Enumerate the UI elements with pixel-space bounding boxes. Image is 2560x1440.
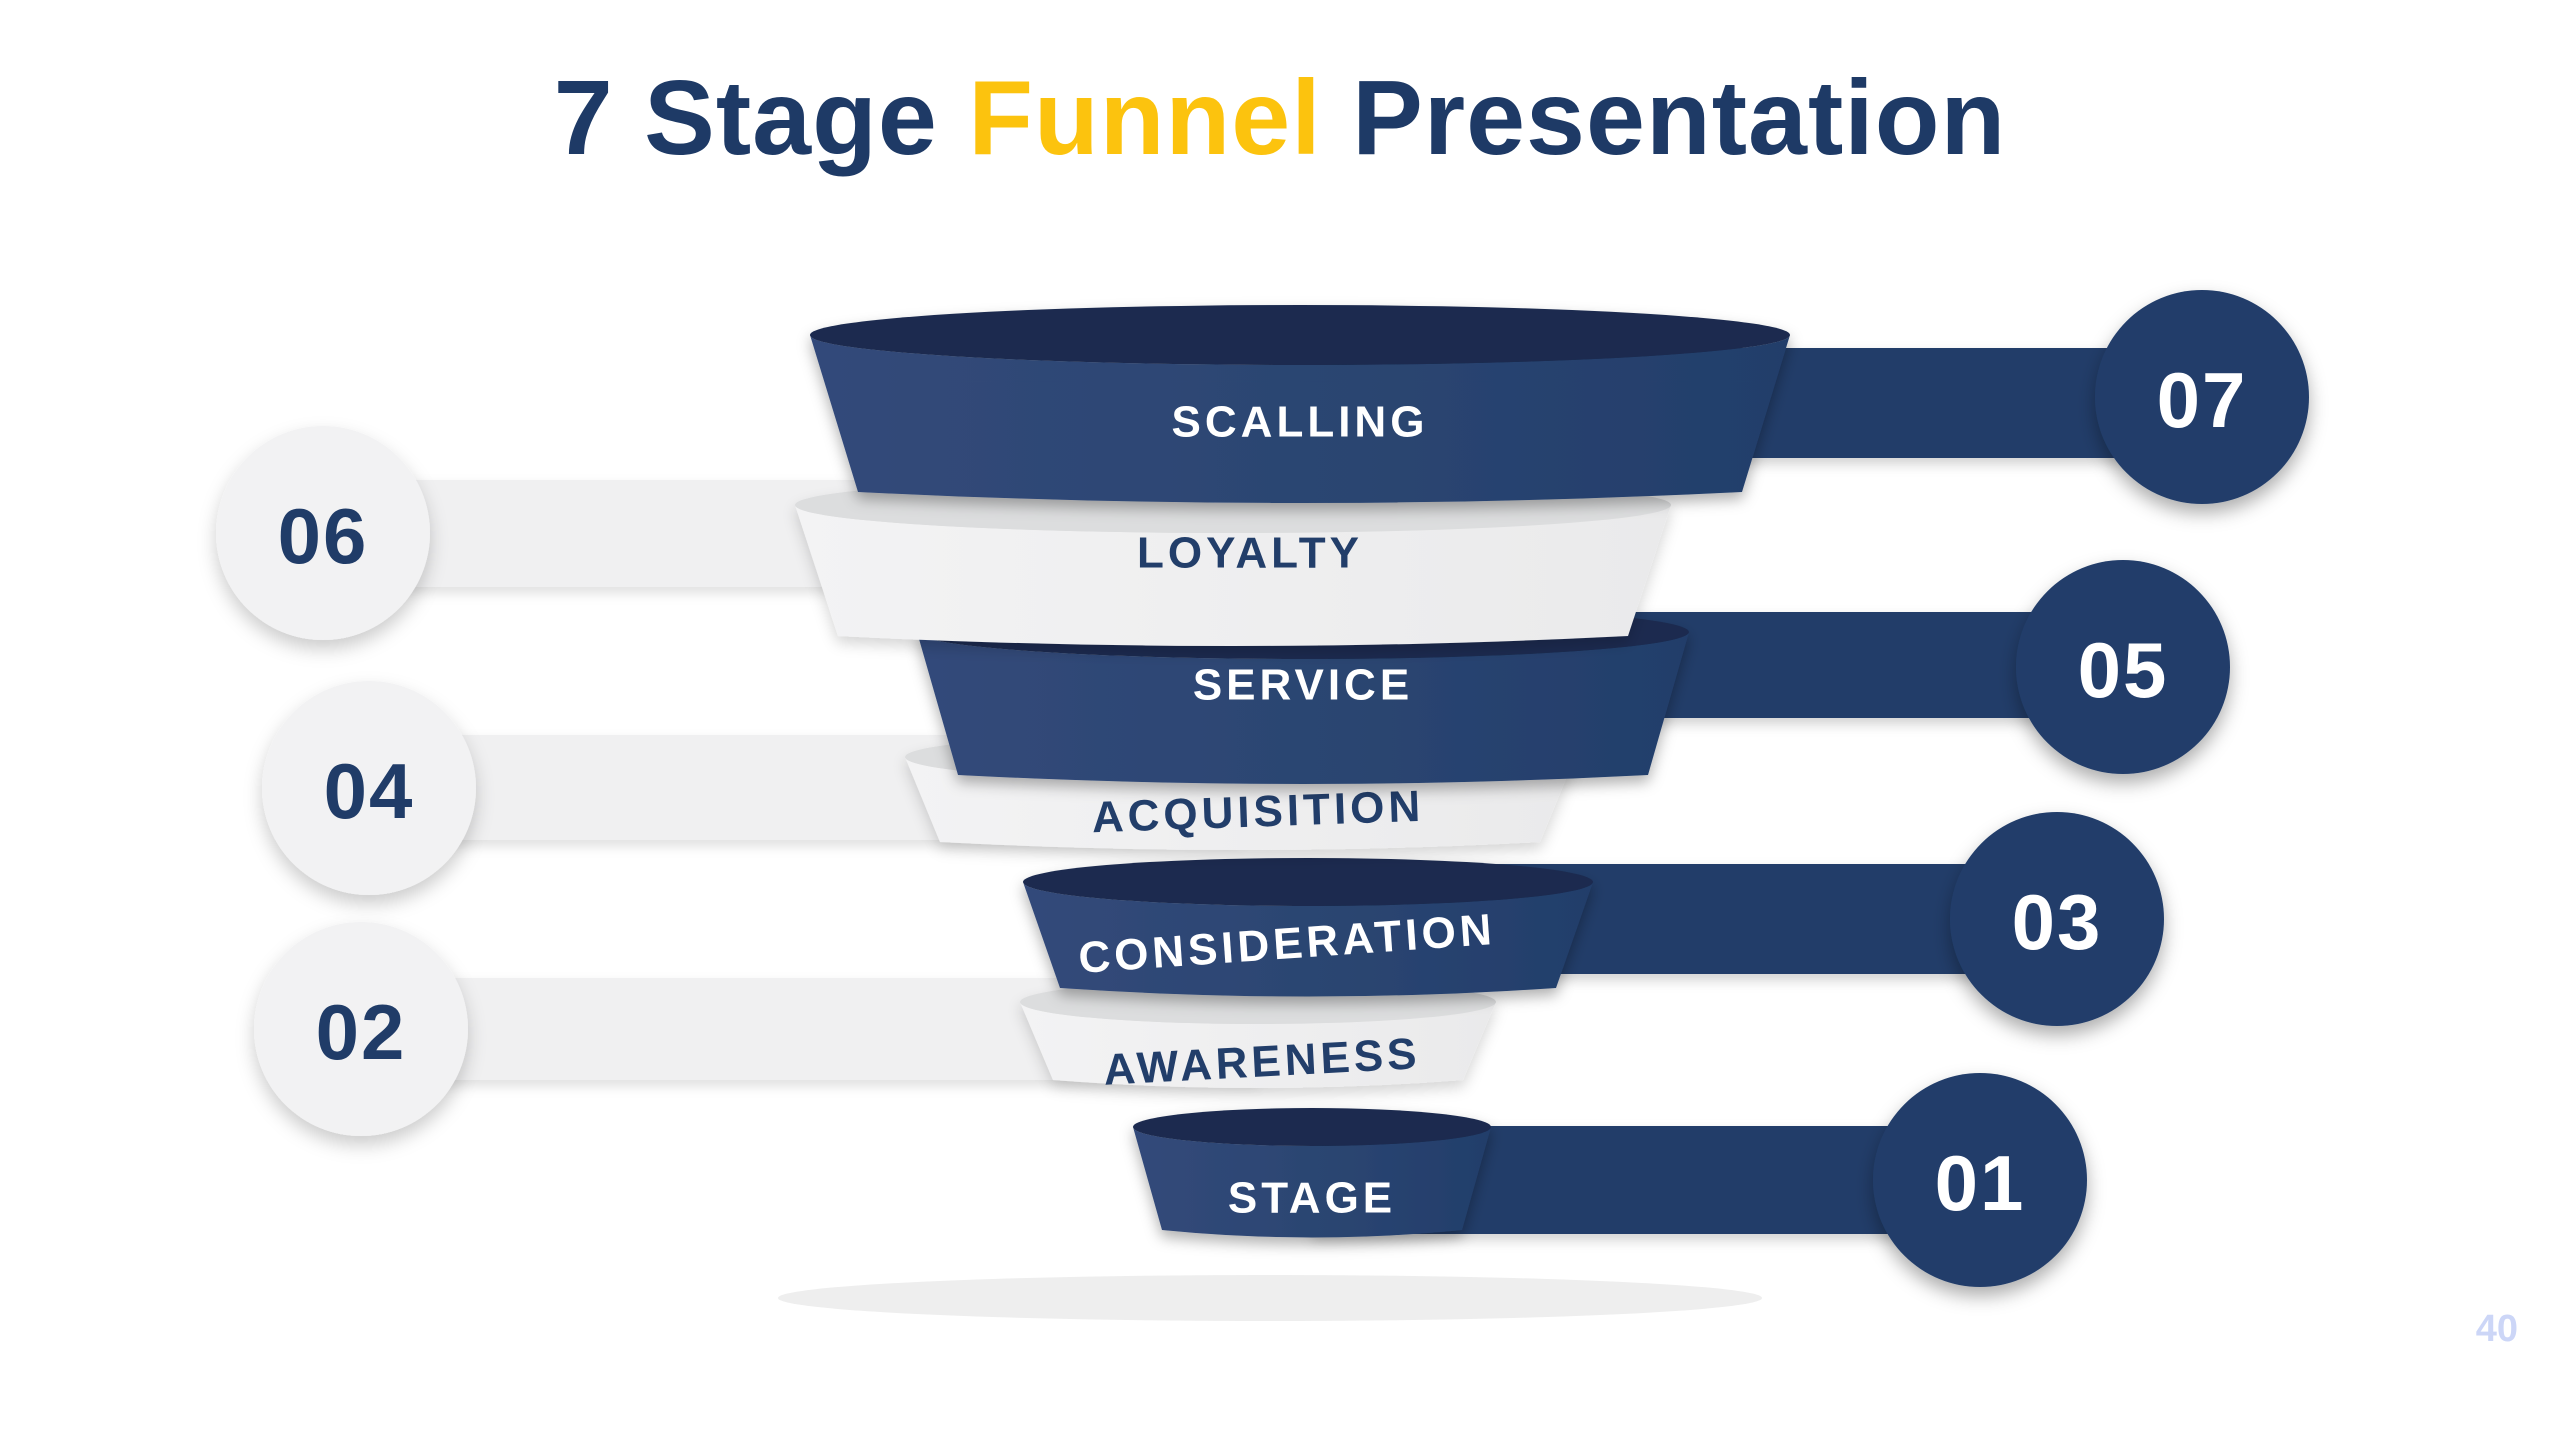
stage-number-02: 02 [316, 988, 407, 1076]
title-highlight: Funnel [968, 59, 1322, 177]
stage-label-acquisition: ACQUISITION [1091, 782, 1425, 843]
stage-number-05: 05 [2078, 626, 2169, 714]
page-number: 40 [2475, 1308, 2518, 1350]
funnel-band-stage-rim [1133, 1108, 1491, 1146]
stage-circle-05 [2016, 560, 2230, 774]
stage-number-04: 04 [324, 747, 415, 835]
stage-circle-03 [1950, 812, 2164, 1026]
stage-circle-01 [1873, 1073, 2087, 1287]
funnel-band-awareness: AWARENESS [1020, 980, 1496, 1095]
funnel-ground-shadow [778, 1275, 1762, 1321]
slide-title: 7 Stage Funnel Presentation [0, 58, 2560, 179]
funnel-band-consideration: CONSIDERATION [1023, 858, 1593, 997]
stage-number-01: 01 [1935, 1139, 2026, 1227]
stage-number-03: 03 [2012, 878, 2103, 966]
funnel-band-scalling-front [810, 335, 1790, 503]
funnel-band-loyalty-front [795, 505, 1671, 646]
stage-circle-04 [262, 681, 476, 895]
title-prefix: 7 Stage [553, 59, 969, 177]
funnel-band-scalling-rim [810, 305, 1790, 365]
stage-circles: 07 06 05 04 03 02 01 [216, 290, 2309, 1287]
stage-number-06: 06 [278, 492, 369, 580]
stage-label-stage: STAGE [1228, 1174, 1396, 1223]
stage-label-loyalty: LOYALTY [1137, 529, 1363, 578]
funnel-band-stage-front [1133, 1127, 1491, 1238]
funnel-band-consideration-front [1023, 882, 1593, 997]
title-suffix: Presentation [1321, 59, 2007, 177]
funnel-band-scalling: SCALLING [810, 305, 1790, 503]
funnel-band-stage: STAGE [1133, 1108, 1491, 1238]
funnel-band-service-front [917, 632, 1689, 784]
funnel-band-consideration-rim [1023, 858, 1593, 906]
stage-circle-07 [2095, 290, 2309, 504]
stage-label-service: SERVICE [1193, 661, 1413, 710]
funnel-band-awareness-front [1020, 1002, 1496, 1088]
stage-number-07: 07 [2157, 356, 2248, 444]
stage-circle-02 [254, 922, 468, 1136]
stage-label-scalling: SCALLING [1172, 398, 1429, 447]
stage-circle-06 [216, 426, 430, 640]
